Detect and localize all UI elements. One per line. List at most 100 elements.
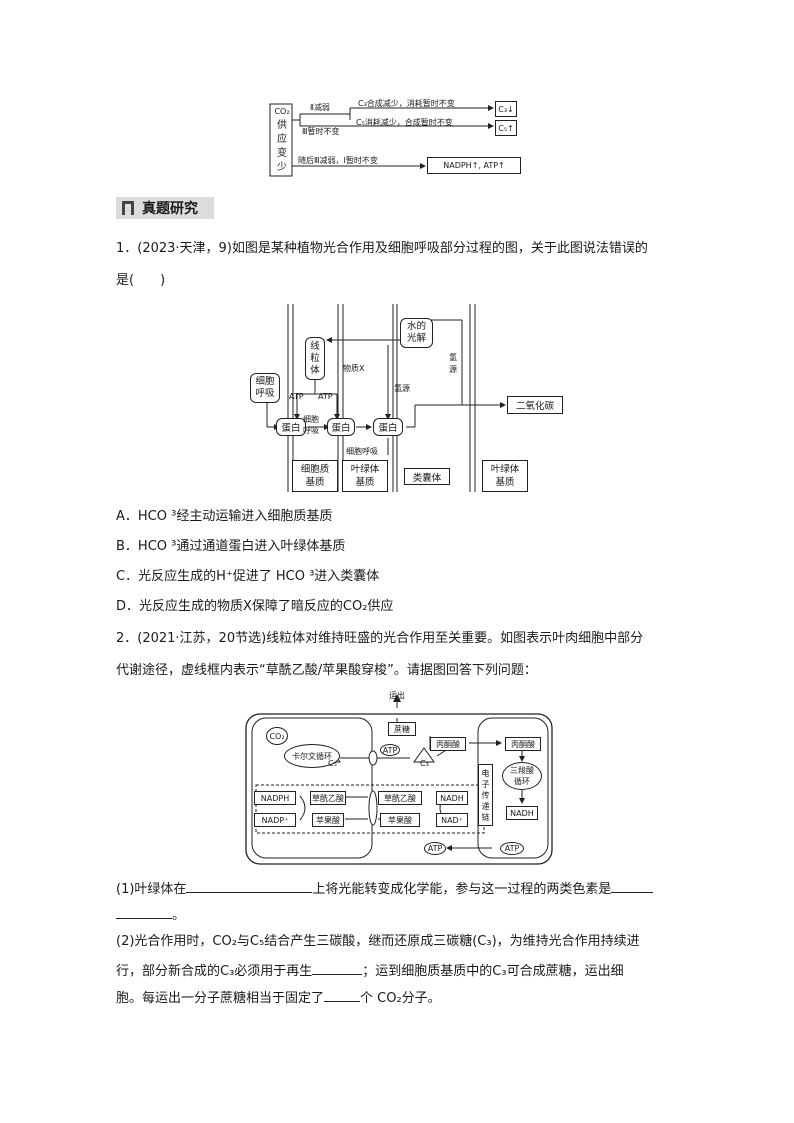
q2-pyruvate2-box: 丙酮酸: [505, 737, 541, 751]
q1-chloro-stroma2-label-box: 叶绿体 基质: [482, 460, 528, 492]
q1-resp-mid-text1: 细胞: [303, 415, 319, 424]
q2-sub2-line2-part-b: ；运到细胞质基质中的C₃可合成蔗糖，运出细: [362, 964, 624, 979]
section-header: 真题研究: [116, 197, 214, 219]
q2-sub2-line3: 胞。每运出一分子蔗糖相当于固定了 个 CO₂分子。: [116, 987, 441, 1009]
q2-sub2-line3-part-a: 胞。每运出一分子蔗糖相当于固定了: [116, 991, 325, 1006]
q1-protein3-box: 蛋白: [373, 418, 403, 436]
q2-etc-char4: 递: [481, 801, 490, 811]
q2-sub2-blank2[interactable]: [324, 987, 361, 1002]
q1-hydrogen-char1: 氢: [449, 353, 457, 362]
q2-sub1-blank2a[interactable]: [611, 878, 654, 893]
supply-char-4: 少: [277, 162, 287, 173]
q1-mitochondrion-box: 线 粒 体: [305, 337, 325, 380]
supply-char-3: 变: [277, 148, 287, 159]
branch3-label: 随后Ⅲ减弱，Ⅰ暂时不变: [298, 156, 378, 165]
q1-stem-line2: 是( ): [116, 273, 166, 288]
q1-chloro-stroma-text2: 基质: [355, 477, 375, 488]
q2-sub2-blank1[interactable]: [312, 960, 363, 975]
q1-water-text1: 水的: [406, 321, 426, 332]
q2-atp-a-burst: ATP: [380, 744, 400, 756]
q1-hydrogen-char2: 源: [449, 365, 457, 374]
q2-etc-box: 电 子 传 递 链: [478, 764, 493, 826]
q2-oxaloacetate2-box: 草酰乙酸: [378, 791, 422, 805]
branch2-label: Ⅲ暂时不变: [302, 127, 340, 136]
q2-etc-char5: 链: [481, 812, 490, 822]
q2-nadp-box: NADP⁺: [254, 813, 296, 827]
q1-respiration-box: 细胞 呼吸: [250, 373, 280, 403]
c3-result-box: C₃↓: [495, 101, 517, 117]
q1-chloro-stroma2-text2: 基质: [495, 477, 515, 488]
q2-sub1-line1: (1)叶绿体在 上将光能转变成化学能，参与这一过程的两类色素是: [116, 878, 654, 900]
q2-sub1-blank1[interactable]: [186, 878, 313, 893]
c5-result-box: C₅↑: [495, 120, 517, 136]
q1-thylakoid-label-box: 类囊体: [404, 468, 450, 485]
q2-sub2-line1: (2)光合作用时，CO₂与C₅结合产生三碳酸，继而还原成三碳糖(C₃)，为维持光…: [116, 934, 640, 949]
q1-diagram-lines: [266, 304, 506, 492]
q1-atp2-label: ATP: [318, 392, 333, 401]
q1-atp1-label: ATP: [289, 392, 304, 401]
q1-substance-x-label: 物质X: [343, 364, 365, 373]
c5-change-label: C₅消耗减少，合成暂时不变: [356, 118, 453, 127]
q2-nadh2-box: NADH: [506, 806, 538, 820]
q1-respiration-text2: 呼吸: [255, 388, 275, 399]
q2-atp-c-burst: ATP: [500, 842, 524, 855]
q2-malate1-box: 苹果酸: [312, 813, 344, 827]
q1-mito-char1: 线: [310, 340, 320, 352]
co2-label: CO₂: [274, 107, 290, 116]
q1-mito-char3: 体: [310, 364, 320, 376]
q1-co2-box: 二氧化碳: [507, 396, 563, 414]
q2-tca-text2: 循环: [514, 777, 530, 786]
q2-export-label: 运出: [389, 691, 405, 700]
q2-sub2-line3-part-b: 个 CO₂分子。: [360, 991, 441, 1006]
q1-water-text2: 光解: [406, 333, 426, 344]
q2-nadh1-box: NADH: [436, 791, 468, 805]
q1-option-b: B．HCO ³通过通道蛋白进入叶绿体基质: [116, 539, 346, 554]
q2-pyruvate1-box: 丙酮酸: [430, 737, 466, 751]
q1-cytoplasm-label-box: 细胞质 基质: [292, 460, 338, 492]
q2-stem-line2: 代谢途径，虚线框内表示“草酰乙酸/苹果酸穿梭”。请据图回答下列问题：: [116, 663, 537, 678]
q2-nadph-box: NADPH: [254, 791, 296, 805]
nadph-result-box: NADPH↑, ATP↑: [427, 157, 521, 174]
q1-cytoplasm-text1: 细胞质: [300, 464, 330, 475]
q1-chloro-stroma-label-box: 叶绿体 基质: [342, 460, 388, 492]
q2-c5-label: C₅: [328, 759, 337, 768]
q1-chloro-stroma-text1: 叶绿体: [350, 464, 380, 475]
q2-atp-b-burst: ATP: [424, 842, 446, 855]
q2-calvin-ellipse: 卡尔文循环: [284, 744, 340, 768]
q2-sub1-end: 。: [172, 908, 186, 923]
q2-sub1-part-b: 上将光能转变成化学能，参与这一过程的两类色素是: [312, 882, 612, 897]
q2-sub2-line2: 行，部分新合成的C₃必须用于再生 ；运到细胞质基质中的C₃可合成蔗糖，运出细: [116, 960, 624, 982]
q1-option-c: C．光反应生成的H⁺促进了 HCO ³进入类囊体: [116, 569, 380, 584]
q1-option-d: D．光反应生成的物质X保障了暗反应的CO₂供应: [116, 599, 394, 614]
q1-hydrogen-source-label: 氢源: [394, 384, 410, 393]
q2-tca-circle: 三羧酸 循环: [502, 762, 542, 790]
q1-chloro-stroma2-text1: 叶绿体: [490, 464, 520, 475]
q2-sucrose-box: 蔗糖: [388, 722, 416, 736]
q2-co2-circle: CO₂: [266, 727, 288, 745]
q1-resp-bottom-label: 细胞呼吸: [346, 447, 378, 456]
q2-tca-text1: 三羧酸: [510, 766, 534, 775]
q1-water-photolysis-box: 水的 光解: [400, 318, 433, 348]
q2-etc-char3: 传: [481, 790, 490, 800]
q1-cytoplasm-text2: 基质: [305, 477, 325, 488]
q2-etc-char2: 子: [481, 779, 490, 789]
q2-nad-box: NAD⁺: [436, 813, 468, 827]
section-title: 真题研究: [142, 201, 198, 217]
q2-oxaloacetate1-box: 草酰乙酸: [310, 791, 346, 805]
q1-hydrogen-source2-label: 氢 源: [449, 352, 457, 376]
q2-sub1-blank2b[interactable]: [116, 904, 172, 919]
q1-mito-char2: 粒: [310, 352, 320, 364]
section-bookmark-icon: [122, 201, 134, 215]
q1-resp-mid-label: 细胞 呼吸: [303, 414, 319, 436]
q1-option-a: A．HCO ³经主动运输进入细胞质基质: [116, 509, 333, 524]
supply-char-1: 供: [277, 120, 287, 131]
q2-stem-line1: 2．(2021·江苏，20节选)线粒体对维持旺盛的光合作用至关重要。如图表示叶肉…: [116, 631, 644, 646]
q2-sub1-part-a: (1)叶绿体在: [116, 882, 187, 897]
q1-stem-line1: 1．(2023·天津，9)如图是某种植物光合作用及细胞呼吸部分过程的图，关于此图…: [116, 241, 648, 256]
c3-change-label: C₃合成减少，消耗暂时不变: [358, 99, 455, 108]
q2-sub1-line2: 。: [116, 904, 185, 926]
q2-sub2-line2-part-a: 行，部分新合成的C₃必须用于再生: [116, 964, 313, 979]
top-diagram-lines: [269, 103, 494, 177]
branch1-label: Ⅱ减弱: [310, 103, 330, 112]
q1-protein2-box: 蛋白: [327, 418, 355, 436]
